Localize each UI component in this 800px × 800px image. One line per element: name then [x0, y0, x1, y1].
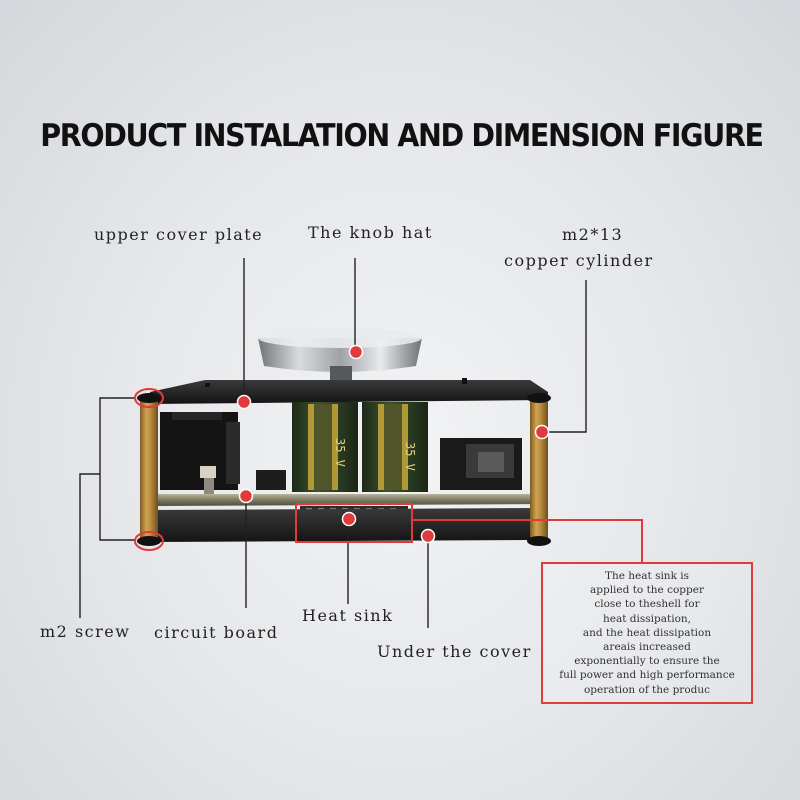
- knob-hat: [258, 328, 422, 382]
- label-heat-sink: Heat sink: [302, 606, 394, 625]
- note-line: heat dissipation,: [603, 612, 691, 625]
- note-line: close to theshell for: [594, 598, 700, 611]
- label-copper-cylinder-size: m2*13: [562, 225, 624, 244]
- heat-sink-note: The heat sink is applied to the copper c…: [541, 562, 753, 704]
- label-copper-cylinder: copper cylinder: [504, 251, 654, 270]
- note-line: The heat sink is: [604, 570, 690, 582]
- note-line: operation of the produc: [583, 683, 711, 696]
- upper-cover-plate: [150, 378, 548, 404]
- power-switch: [256, 470, 286, 490]
- note-line: applied to the copper: [590, 584, 704, 597]
- label-upper-cover-plate: upper cover plate: [94, 225, 264, 244]
- note-line: full power and high performance: [559, 669, 735, 682]
- input-connector: [440, 438, 522, 490]
- note-line: exponentially to ensure the: [574, 655, 720, 668]
- note-line: and the heat dissipation: [582, 626, 712, 639]
- leader-lines: [79, 258, 587, 628]
- label-under-the-cover: Under the cover: [377, 642, 532, 661]
- label-knob-hat: The knob hat: [308, 223, 433, 242]
- copper-cylinder-right: [527, 393, 551, 546]
- copper-cylinder-left: [137, 393, 161, 546]
- capacitor-right: 35 V: [362, 402, 428, 492]
- page-title: PRODUCT INSTALATION AND DIMENSION FIGURE: [40, 118, 764, 154]
- label-m2-screw: m2 screw: [40, 622, 131, 641]
- speaker-terminal: [160, 412, 240, 494]
- label-circuit-board: circuit board: [154, 623, 279, 642]
- capacitor-marking-left: 35 V: [333, 438, 347, 467]
- capacitor-left: 35 V: [292, 402, 358, 492]
- note-line: areais increased: [603, 641, 691, 654]
- red-callouts: [134, 388, 643, 564]
- capacitor-marking-right: 35 V: [403, 442, 417, 471]
- callout-dots: [236, 344, 550, 544]
